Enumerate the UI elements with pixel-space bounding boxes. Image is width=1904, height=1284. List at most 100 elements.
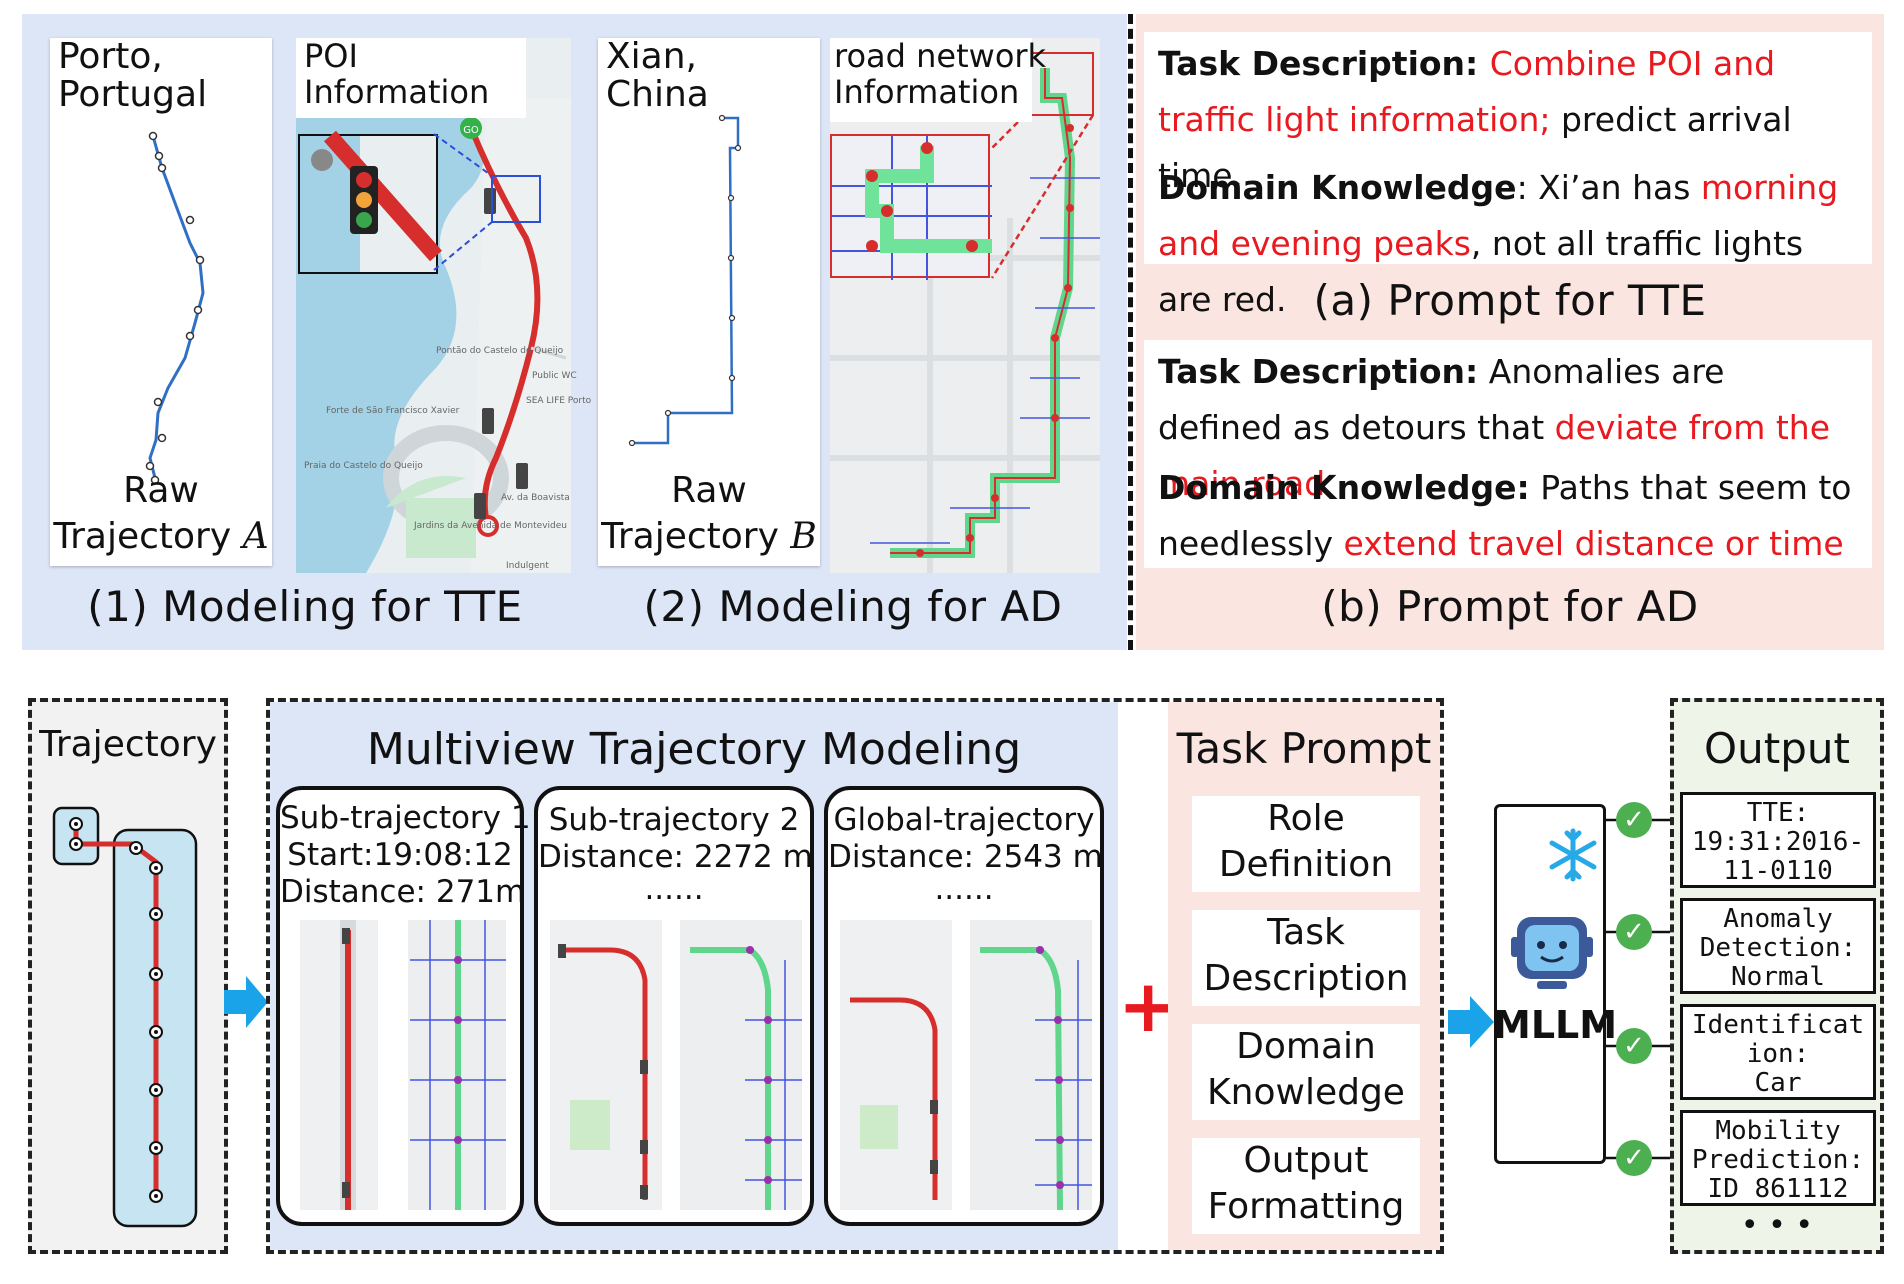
card1-caption-line2: Trajectory [53, 516, 243, 557]
output-mobility-line3: ID 861112 [1707, 1174, 1849, 1204]
caption-modeling-ad: (2) Modeling for AD [643, 582, 1063, 631]
sub2-maps [550, 920, 802, 1210]
panel-divider [1128, 14, 1133, 650]
mllm-box: MLLM [1493, 804, 1618, 1164]
map1-poi-6: Public WC [532, 371, 577, 381]
map1-go-label: GO [463, 125, 479, 136]
output-identification: Identificat ion: Car [1680, 1004, 1876, 1100]
tte-dk-red: morning and evening peaks [1158, 168, 1839, 263]
output-mobility-line2: Prediction: [1691, 1145, 1865, 1175]
trajectory-segments [52, 806, 198, 1228]
tte-td-rest: predict arrival time. [1158, 100, 1792, 195]
map1-poi-3: Praia do Castelo do Queijo [304, 461, 423, 471]
role-definition-line1: Role [1267, 798, 1345, 839]
mllm-label: MLLM [1493, 1003, 1618, 1047]
traffic-light-zoom-inset [298, 130, 442, 274]
output-identification-line1: Identificat [1691, 1010, 1865, 1040]
road-network-map: road network Information [830, 38, 1100, 573]
tte-dk-label: Domain Knowledge [1158, 168, 1517, 207]
road-zoom-inset [830, 134, 992, 280]
tte-prompt-box: Task Description: Combine POI and traffi… [1144, 32, 1872, 319]
sub-trajectory-1-card: Sub-trajectory 1 Start:19:08:12 Distance… [276, 786, 531, 1226]
role-definition-line2: Definition [1218, 844, 1394, 885]
output-tte-line3: 11-0110 [1723, 856, 1833, 886]
ad-td-red: deviate from the main road [1158, 408, 1830, 503]
raw-trajectory-a-card: Porto, Portugal Raw Trajectory A [50, 38, 272, 566]
card1-place-line1: Porto, [58, 36, 163, 77]
output-anomaly: Anomaly Detection: Normal [1680, 898, 1876, 994]
check-icon-2: ✓ [1616, 914, 1652, 950]
map1-poi-1: Pontão do Castelo do Queijo [436, 346, 564, 356]
ad-dk-pre: Paths that seem to needlessly [1158, 468, 1852, 563]
global-maps [840, 920, 1092, 1211]
map1-poi-8: Indulgent [506, 561, 549, 571]
output-title: Output [1704, 724, 1850, 773]
sub1-title: Sub-trajectory 1 [280, 800, 531, 836]
domain-knowledge-line1: Domain [1236, 1026, 1376, 1067]
output-connectors [1606, 814, 1676, 1164]
caption-modeling-tte: (1) Modeling for TTE [87, 582, 523, 631]
card2-place-line1: Xian, [606, 36, 697, 77]
task-description-item: Task Description [1192, 910, 1420, 1006]
ad-dk-label: Domain Knowledge: [1158, 468, 1530, 507]
sub-trajectory-2-card: Sub-trajectory 2 Distance: 2272 m ...... [534, 786, 814, 1226]
raw-trajectory-a-path [145, 131, 205, 485]
tte-td-red: Combine POI and traffic light informatio… [1158, 44, 1776, 139]
caption-prompt-tte: (a) Prompt for TTE [1313, 276, 1707, 325]
global-distance: Distance: 2543 m [828, 839, 1103, 875]
map2-title-line2: Information [834, 73, 1020, 111]
output-anomaly-line3: Normal [1731, 962, 1825, 992]
map1-poi-7: Av. da Boavista [501, 493, 570, 503]
ad-prompt-box: Task Description: Anomalies are defined … [1144, 340, 1872, 568]
arrow-right-icon [224, 976, 268, 1028]
check-icon-4: ✓ [1616, 1140, 1652, 1176]
card2-caption-line2: Trajectory [601, 516, 791, 557]
tte-dk-pre: : Xi’an has [1516, 168, 1701, 207]
trajectory-box: Trajectory [28, 698, 228, 1254]
map1-poi-2: Forte de São Francisco Xavier [326, 406, 460, 416]
ad-dk-red: extend travel distance or time [1343, 524, 1844, 563]
sub1-start: Start:19:08:12 [287, 837, 513, 873]
global-title: Global-trajectory [833, 802, 1095, 838]
output-anomaly-line2: Detection: [1699, 933, 1857, 963]
robot-icon [1511, 917, 1593, 989]
domain-knowledge-line2: Knowledge [1207, 1072, 1405, 1113]
card1-place-line2: Portugal [58, 74, 208, 115]
tte-td-label: Task Description: [1158, 44, 1490, 83]
map1-title-line2: Information [304, 73, 490, 111]
role-definition-item: Role Definition [1192, 796, 1420, 892]
tte-dk-rest: , not all traffic lights are red. [1158, 224, 1804, 319]
map1-title-line1: POI [304, 37, 358, 75]
arrow-right-icon-2 [1448, 996, 1494, 1048]
output-mobility-line1: Mobility [1715, 1116, 1841, 1146]
task-description-line1: Task [1267, 912, 1345, 953]
raw-trajectory-b-path [628, 114, 742, 447]
task-prompt-title: Task Prompt [1176, 724, 1432, 773]
check-icon-3: ✓ [1616, 1028, 1652, 1064]
output-identification-line2: ion: [1746, 1039, 1810, 1069]
card1-variable: A [242, 516, 269, 557]
map1-poi-5: SEA LIFE Porto [526, 396, 592, 406]
ad-td-label: Task Description: [1158, 352, 1479, 391]
output-ellipsis: • • • [1740, 1208, 1814, 1243]
multiview-title: Multiview Trajectory Modeling [366, 724, 1022, 775]
task-description-line2: Description [1203, 958, 1409, 999]
output-anomaly-line1: Anomaly [1723, 904, 1833, 934]
output-formatting-line1: Output [1243, 1140, 1369, 1181]
card1-caption-line1: Raw [123, 470, 199, 511]
snowflake-icon [1549, 828, 1597, 882]
output-tte-line2: 19:31:2016- [1691, 827, 1865, 857]
poi-map: GO Pontão do Castelo do Queijo Forte de … [296, 37, 592, 573]
card2-caption-line1: Raw [671, 470, 747, 511]
caption-prompt-ad: (b) Prompt for AD [1321, 582, 1699, 631]
map2-title-line1: road network [834, 37, 1047, 75]
raw-trajectory-b-card: Xian, China Raw Trajectory B [598, 38, 820, 566]
global-ellipsis: ...... [934, 871, 994, 907]
card2-variable: B [790, 516, 817, 557]
sub2-ellipsis: ...... [644, 871, 704, 907]
output-formatting-item: Output Formatting [1192, 1138, 1420, 1234]
ad-td-pre: Anomalies are defined as detours that [1158, 352, 1725, 447]
output-formatting-line2: Formatting [1207, 1186, 1405, 1227]
bus-stop-icon [311, 149, 333, 171]
card2-place-line2: China [606, 74, 709, 115]
